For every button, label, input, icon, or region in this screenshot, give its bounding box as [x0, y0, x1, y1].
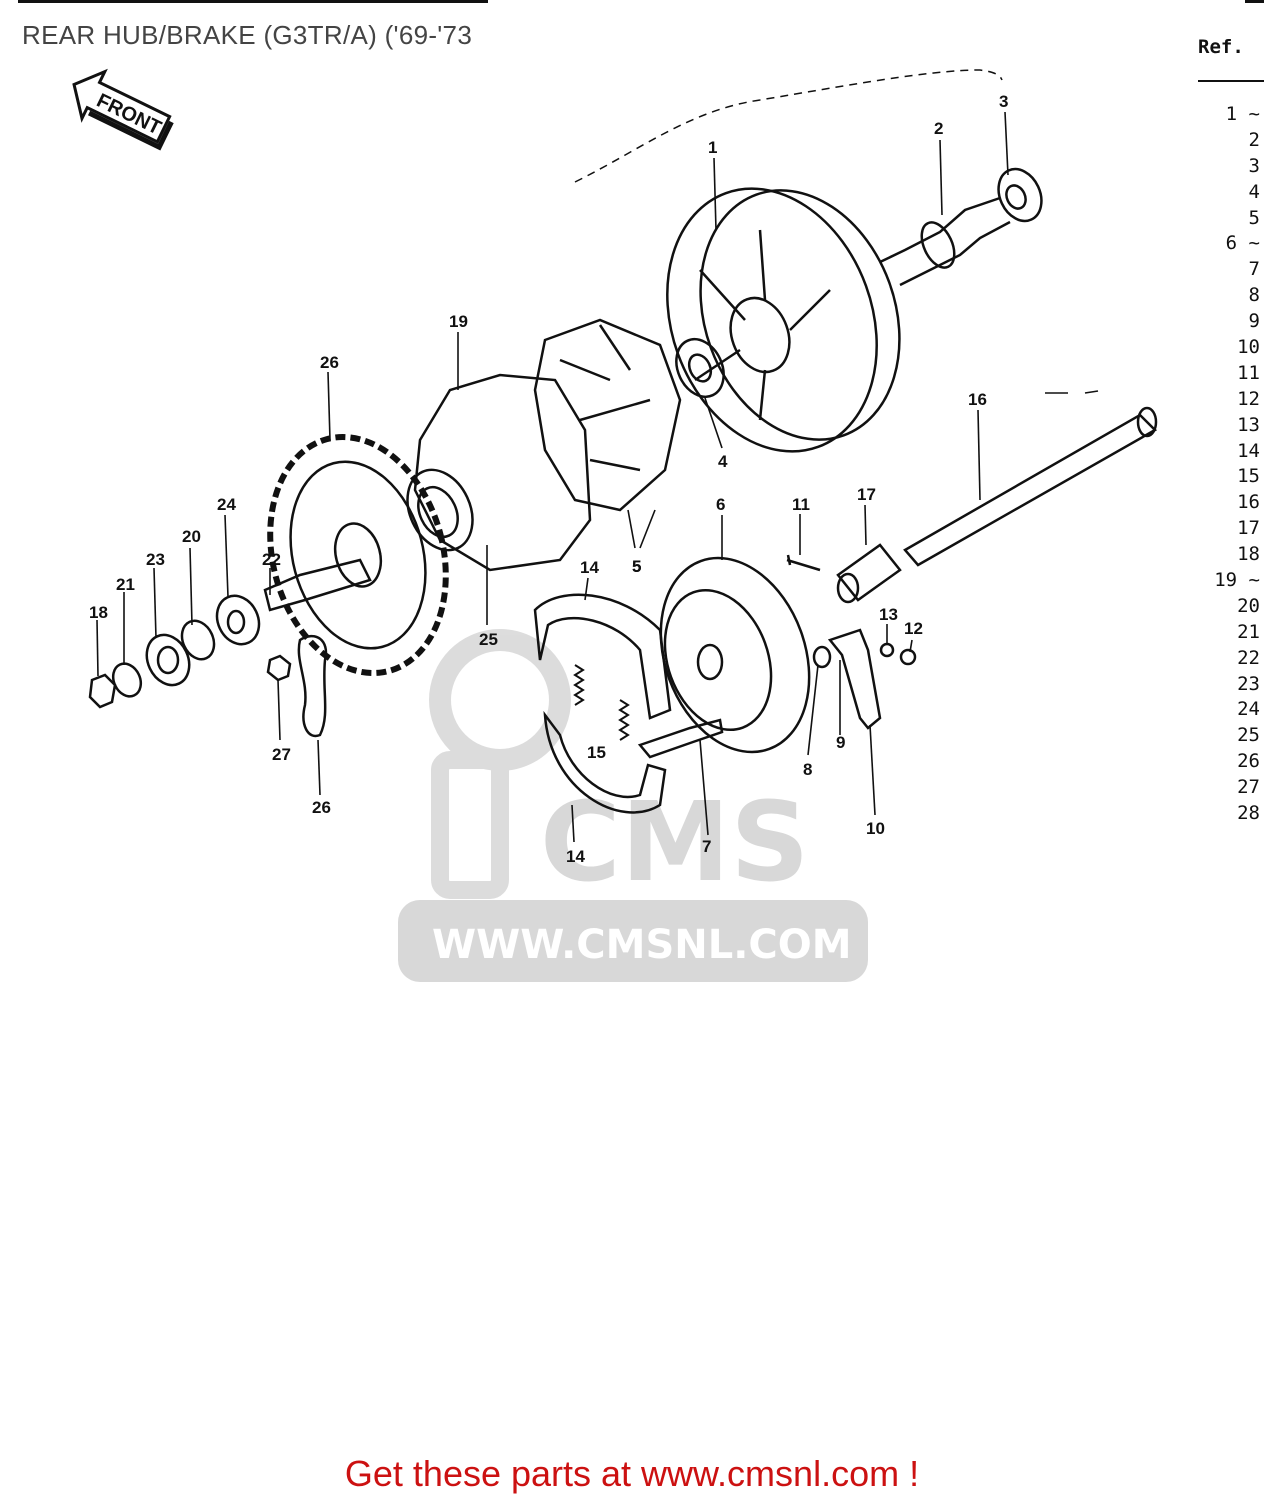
ref-item: 4: [1248, 180, 1260, 203]
watermark-logo: CMS: [540, 778, 809, 906]
ref-item: 19 ~: [1214, 569, 1260, 592]
leader-lines: [96, 111, 1099, 843]
part-bolt-11: [786, 554, 821, 572]
callout-7: 7: [702, 837, 711, 856]
ref-item: 9: [1248, 310, 1260, 333]
callout-24: 24: [217, 495, 236, 514]
part-bearing-3: [997, 167, 1043, 223]
page-title: REAR HUB/BRAKE (G3TR/A) ('69-'73: [22, 20, 473, 50]
part-coupling-shaft: [263, 558, 372, 612]
ref-item: 21: [1237, 620, 1260, 643]
ref-item: 13: [1237, 413, 1260, 436]
ref-item: 7: [1248, 258, 1260, 281]
part-rear-sprocket: [267, 434, 449, 676]
callout-14a: 14: [580, 558, 599, 577]
callout-4: 4: [718, 452, 728, 471]
callout-27: 27: [272, 745, 291, 764]
part-rear-axle: [903, 406, 1158, 567]
part-nut-12: [899, 648, 917, 666]
callout-20: 20: [182, 527, 201, 546]
callout-25: 25: [479, 630, 498, 649]
part-brake-shoe-upper: [533, 593, 672, 720]
callout-21: 21: [116, 575, 135, 594]
callout-10: 10: [866, 819, 885, 838]
callout-numbers: 1 2 3 4 5 5 6 7 8 9 10 11 12 13 14 14 15…: [89, 92, 1008, 866]
ref-item: 20: [1237, 594, 1260, 617]
ref-item: 3: [1248, 154, 1260, 177]
ref-item: 16: [1237, 491, 1260, 514]
part-collar-17: [836, 543, 902, 604]
cms-watermark: CMS WWW.CMSNL.COM: [398, 629, 868, 982]
part-brake-panel: [659, 556, 811, 754]
watermark-url: WWW.CMSNL.COM: [432, 922, 852, 968]
exploded-parts-diagram: CMS WWW.CMSNL.COM FRONT: [72, 68, 1158, 982]
ref-item: 22: [1237, 646, 1260, 669]
part-bearing-24: [215, 594, 261, 646]
top-rule: [18, 0, 488, 3]
part-brake-cam: [637, 718, 724, 759]
part-hub-shaft: [879, 196, 1011, 287]
callout-5b: 5: [632, 557, 641, 576]
footer-link[interactable]: Get these parts at www.cmsnl.com !: [344, 1453, 920, 1494]
callout-6: 6: [716, 495, 725, 514]
callout-17: 17: [857, 485, 876, 504]
callout-12: 12: [904, 619, 923, 638]
callout-19: 19: [449, 312, 468, 331]
ref-item: 24: [1237, 698, 1260, 721]
part-seal-23: [145, 633, 191, 687]
ref-item: 25: [1237, 724, 1260, 747]
ref-item: 6 ~: [1225, 232, 1260, 255]
ref-item: 14: [1237, 439, 1260, 462]
ref-item: 17: [1237, 517, 1260, 540]
ref-item: 2: [1248, 128, 1260, 151]
callout-26a: 26: [320, 353, 339, 372]
callout-26b: 26: [312, 798, 331, 817]
part-damper-set: [533, 318, 682, 512]
callout-5a: 5: [632, 557, 641, 576]
front-arrow-icon: FRONT: [72, 68, 174, 151]
ref-item: 15: [1237, 465, 1260, 488]
ref-table-rule: [1198, 80, 1264, 82]
part-brake-shoe-lower: [543, 710, 667, 814]
ref-item: 18: [1237, 543, 1260, 566]
callout-11: 11: [792, 495, 810, 514]
callout-1: 1: [708, 138, 717, 157]
part-nut-18: [88, 673, 117, 709]
ref-item: 5: [1248, 206, 1260, 229]
ref-item: 1 ~: [1225, 103, 1260, 125]
callout-16: 16: [968, 390, 987, 409]
ref-item: 28: [1237, 802, 1260, 825]
part-sprocket-coupling: [406, 373, 592, 572]
callout-13: 13: [879, 605, 898, 624]
ref-item: 27: [1237, 776, 1260, 799]
part-rear-hub: [666, 187, 901, 453]
callout-15: 15: [587, 743, 606, 762]
ref-item: 8: [1248, 284, 1260, 307]
part-bearing-4: [675, 338, 725, 398]
part-nut-27: [266, 654, 292, 682]
callout-9: 9: [836, 733, 845, 752]
ref-table-header: Ref.: [1198, 36, 1244, 58]
callout-8: 8: [803, 760, 812, 779]
ref-item: 11: [1237, 361, 1260, 384]
ref-item: 26: [1237, 750, 1260, 773]
callout-22: 22: [262, 550, 281, 569]
ref-item: 12: [1237, 387, 1260, 410]
ref-item: 23: [1237, 672, 1260, 695]
top-rule-right: [1245, 0, 1264, 3]
callout-14b: 14: [566, 847, 585, 866]
callout-23: 23: [146, 550, 165, 569]
part-washer-13: [879, 642, 895, 658]
part-lockplate-26: [297, 634, 328, 738]
callout-18: 18: [89, 603, 108, 622]
callout-2: 2: [934, 119, 943, 138]
part-oring-8: [812, 645, 832, 669]
part-lever-9: [827, 628, 882, 730]
part-collar-20: [180, 619, 216, 661]
callout-3: 3: [999, 92, 1008, 111]
part-brake-springs: [573, 664, 630, 741]
ref-item: 10: [1237, 336, 1260, 359]
part-drawings: [88, 69, 1158, 814]
